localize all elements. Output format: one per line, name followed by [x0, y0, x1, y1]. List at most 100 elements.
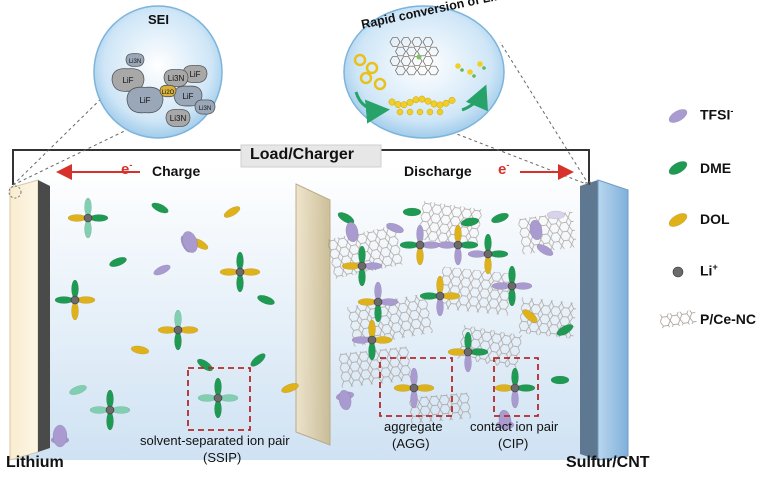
solvent-molecule	[197, 394, 217, 402]
graphene-hex	[411, 56, 423, 66]
solvent-molecule	[415, 384, 435, 392]
load-charger-label: Load/Charger	[250, 146, 355, 163]
polysulfide-bead	[388, 98, 396, 106]
sei-chunk-shape	[159, 84, 177, 98]
polysulfide-bead	[412, 96, 420, 104]
solvent-molecule	[410, 367, 418, 387]
solvent-molecule	[214, 377, 222, 397]
li-dot	[482, 66, 486, 70]
sei-chunk: LiF	[126, 86, 164, 114]
solvent-molecule	[484, 233, 492, 253]
pce-nc-sheets	[326, 201, 578, 424]
sei-chunk-label: Li3N	[168, 74, 185, 83]
graphene-hex	[395, 65, 406, 76]
solvent-molecule	[368, 341, 376, 361]
solvent-molecule	[363, 262, 383, 270]
sei-chunk-shape	[182, 65, 208, 83]
graphene-hex	[400, 37, 412, 47]
ion-aggregate	[437, 224, 479, 266]
polysulfide-bead	[416, 108, 424, 116]
free-solvent-molecule	[151, 202, 169, 214]
free-solvent-molecule	[402, 207, 422, 217]
solvent-molecule	[214, 399, 222, 419]
sei-chunk-label: LiF	[189, 70, 200, 79]
solvent-molecule	[454, 246, 462, 266]
solvent-molecule	[416, 246, 424, 266]
solvent-molecule	[368, 319, 376, 339]
solvent-molecule	[341, 262, 361, 270]
solvated-li-cluster	[67, 197, 109, 239]
discharge-label: Discharge	[404, 163, 472, 179]
free-solvent-molecule	[153, 264, 171, 276]
li-ion	[510, 383, 520, 393]
graphene-hex	[406, 46, 417, 57]
solvent-molecule	[374, 281, 382, 301]
solvated-li-cluster	[157, 309, 199, 351]
short-polysulfide	[467, 69, 473, 75]
solvent-molecule	[454, 224, 462, 244]
solvent-molecule	[511, 389, 519, 409]
solvent-molecule	[436, 275, 444, 295]
cip-caption-line1: contact ion pair	[470, 419, 559, 434]
free-solvent-molecule	[257, 295, 275, 305]
sulfur-cnt-label: Sulfur/CNT	[566, 454, 650, 471]
tfsi-anion	[338, 389, 352, 411]
polysulfide-bead	[394, 101, 402, 108]
sei-chunk-shape	[126, 86, 164, 114]
cip-caption-line2: (CIP)	[498, 436, 529, 451]
solvent-molecule	[464, 331, 472, 351]
legend-li-glyph	[672, 266, 684, 278]
graphene-hex	[395, 46, 406, 57]
solvent-molecule	[174, 331, 182, 351]
free-solvent-molecule	[522, 309, 538, 323]
polysulfide-bead	[436, 108, 444, 116]
li-dot	[460, 68, 464, 72]
ion-aggregate	[447, 331, 489, 373]
sei-chunk-label: Li3N	[199, 106, 211, 112]
solvent-molecule	[469, 348, 489, 356]
sei-chunk: Li3N	[165, 109, 191, 127]
solvent-molecule	[494, 384, 514, 392]
sulfur-electrode	[597, 179, 629, 461]
legend-tfsi-label: TFSI-	[700, 106, 734, 123]
sulfur-ring	[353, 53, 367, 67]
legend-dme-label: DME	[700, 160, 732, 176]
agg-caption-line2: (AGG)	[392, 436, 430, 451]
solvent-molecule	[84, 219, 92, 239]
solvent-molecule	[416, 224, 424, 244]
pce-nc-sheet	[437, 266, 513, 316]
li-ion	[435, 291, 445, 301]
ion-aggregate	[494, 367, 536, 409]
solvent-molecule	[236, 251, 244, 271]
polysulfide-bead	[424, 97, 432, 105]
solvent-molecule	[437, 241, 457, 249]
solvent-molecule	[67, 214, 87, 222]
solvent-molecule	[508, 287, 516, 307]
solvent-molecule	[513, 282, 533, 290]
sei-chunk-label: Li3N	[170, 114, 187, 123]
pce-nc-sheet	[338, 346, 412, 388]
solvent-molecule	[516, 384, 536, 392]
legend-dol-glyph	[668, 213, 688, 227]
zoom-line	[347, 91, 590, 186]
solvated-li-cluster	[54, 279, 96, 321]
polysulfide-bead	[448, 96, 456, 104]
sei-chunk-label: LiF	[139, 96, 150, 105]
graphene-hex	[422, 37, 434, 47]
li-ion	[213, 393, 223, 403]
electron-label-left: e-	[121, 160, 133, 178]
sei-chunk-label: LiF	[182, 92, 193, 101]
pce-nc-sheet	[347, 293, 433, 347]
lithium-label: Lithium	[6, 454, 64, 471]
lithium-electrode	[9, 179, 39, 461]
legend-glyphs	[659, 109, 697, 329]
free-solvent-molecule	[223, 206, 241, 218]
ion-aggregate	[341, 245, 383, 287]
free-solvent-molecule	[460, 217, 480, 227]
solvent-molecule	[459, 241, 479, 249]
sei-chunk: LiF	[182, 65, 208, 83]
solvent-molecule	[467, 250, 487, 258]
li-ion	[415, 240, 425, 250]
